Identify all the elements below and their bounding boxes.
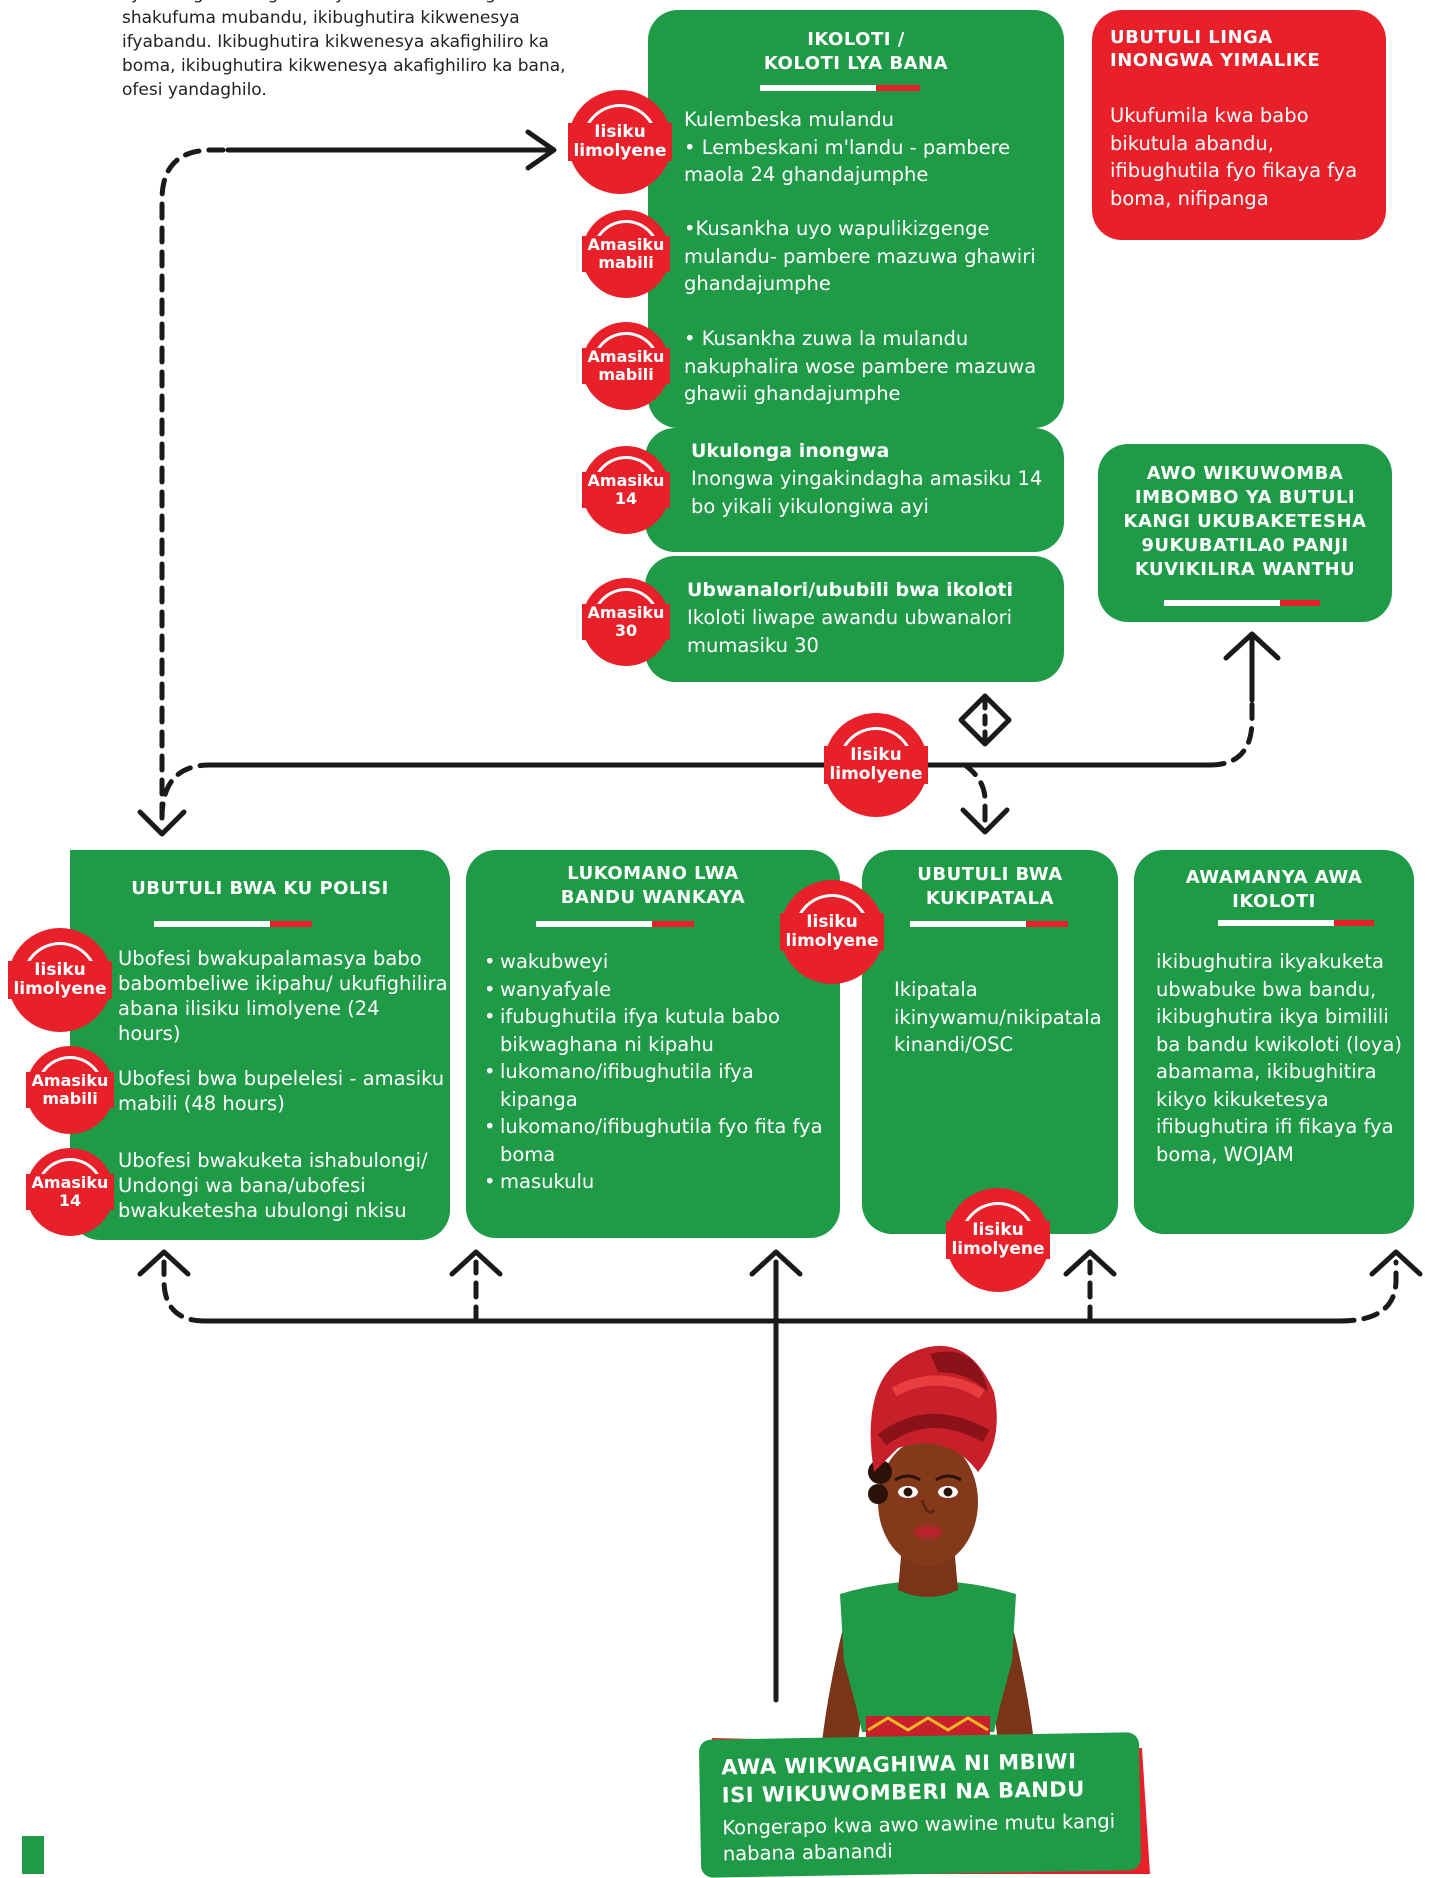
badge-same-day: Iisiku limolyene [946, 1188, 1050, 1292]
badge-fourteen-days: Amasiku 14 [26, 1148, 114, 1236]
violence-title: UBUTULI LINGA INONGWA YIMALIKE [1110, 27, 1321, 71]
police-item-1: Ubofesi bwakupalamasya babo babombeliwe … [118, 947, 448, 1045]
badge-same-day: Iisiku limolyene [824, 713, 928, 817]
title-divider [536, 921, 694, 927]
arrow-head [960, 807, 1010, 835]
arrow-head [525, 129, 557, 171]
advocates-title: AWAMANYA AWA IKOLOTI [1185, 867, 1363, 912]
survivor-text: Kongerapo kwa awo wawine mutu kangi naba… [722, 1809, 1116, 1866]
list-item: wakubweyi [484, 948, 824, 976]
support-box: AWO WIKUWOMBA IMBOMBO YA BUTULI KANGI UK… [1098, 444, 1392, 622]
badge-same-day: Iisiku limolyene [8, 928, 112, 1032]
court-step-5-text: Ikoloti liwape awandu ubwanalori mumasik… [687, 606, 1013, 657]
connector-line [1337, 1259, 1399, 1324]
violence-box: UBUTULI LINGA INONGWA YIMALIKE Ukufumila… [1092, 10, 1386, 240]
police-title: UBUTULI BWA KU POLISI [131, 878, 389, 899]
list-item: lukomano/ifibughutila fyo fita fya boma [484, 1113, 824, 1168]
court-step-3: • Kusankha zuwa la mulandu nakuphalira w… [684, 327, 1037, 405]
badge-two-days: Amasiku mabili [582, 322, 670, 410]
court-step-1: Kulembeska mulandu • Lembeskani m'landu … [684, 108, 1011, 186]
support-title: AWO WIKUWOMBA IMBOMBO YA BUTULI KANGI UK… [1123, 463, 1367, 580]
badge-two-days: Amasiku mabili [26, 1046, 114, 1134]
hospital-title: UBUTULI BWA KUKIPATALA [917, 864, 1063, 909]
shirt [840, 1581, 1016, 1732]
badge-thirty-days: Amasiku 30 [582, 578, 670, 666]
list-item: masukulu [484, 1168, 824, 1196]
court-step-4-box: Ukulonga inongwa Inongwa yingakindagha a… [645, 428, 1064, 552]
police-box: UBUTULI BWA KU POLISI Ubofesi bwakupalam… [70, 850, 450, 1240]
arrow-head [1369, 1249, 1423, 1277]
badge-same-day: Iisiku limolyene [780, 880, 884, 984]
arrow-head [749, 1249, 803, 1277]
hospital-box: UBUTULI BWA KUKIPATALA Ikipatala ikinywa… [862, 850, 1118, 1234]
court-box: IKOLOTI / KOLOTI LYA BANA Kulembeska mul… [648, 10, 1064, 428]
badge-two-days: Amasiku mabili [582, 210, 670, 298]
connector-line [159, 762, 213, 821]
court-step-5-box: Ubwanalori/ububili bwa ikoloti Ikoloti l… [645, 556, 1064, 682]
survivor-card: AWA WIKWAGHIWA NI MBIWI ISI WIKUWOMBERI … [698, 1732, 1142, 1878]
community-list: wakubweyi wanyafyale ifubughutila ifya k… [484, 948, 824, 1196]
woman-illustration [822, 1345, 1034, 1742]
list-item: ifubughutila ifya kutula babo bikwaghana… [484, 1003, 824, 1058]
page-marker [22, 1836, 44, 1874]
connector-line [962, 762, 988, 825]
title-divider [1164, 600, 1320, 606]
advocates-box: AWAMANYA AWA IKOLOTI ikibughutira ikyaku… [1134, 850, 1414, 1234]
badge-fourteen-days: Amasiku 14 [582, 446, 670, 534]
police-item-3: Ubofesi bwakuketa ishabulongi/ Undongi w… [118, 1149, 428, 1222]
title-divider [910, 921, 1068, 927]
police-item-2: Ubofesi bwa bupelelesi - amasiku mabili … [118, 1067, 445, 1115]
title-divider [1218, 920, 1374, 926]
court-step-4-text: Inongwa yingakindagha amasiku 14 bo yika… [691, 467, 1043, 518]
title-divider [154, 921, 312, 927]
title-divider [760, 85, 920, 91]
connector-line [159, 147, 228, 821]
arrow-head [1063, 1249, 1117, 1277]
face [878, 1438, 978, 1566]
court-title: IKOLOTI / KOLOTI LYA BANA [763, 29, 949, 74]
headwrap [870, 1345, 997, 1472]
list-item: lukomano/ifibughutila ifya kipanga [484, 1058, 824, 1113]
arrow-head [449, 1249, 503, 1277]
court-step-4-title: Ukulonga inongwa [691, 440, 890, 462]
hospital-text: Ikipatala ikinywamu/nikipatala kinandi/O… [894, 978, 1102, 1056]
arrow-head [1223, 631, 1281, 661]
community-title: LUKOMANO LWA BANDU WANKAYA [560, 863, 746, 908]
advocates-text: ikibughutira ikyakuketa ubwabuke bwa ban… [1156, 950, 1402, 1166]
connector-line [1207, 697, 1255, 768]
violence-text: Ukufumila kwa babo bikutula abandu, ifib… [1110, 104, 1358, 210]
survivor-title: AWA WIKWAGHIWA NI MBIWI ISI WIKUWOMBERI … [721, 1749, 1085, 1808]
connector-line [161, 1259, 208, 1324]
arrow-head [137, 809, 187, 837]
community-box: LUKOMANO LWA BANDU WANKAYA wakubweyi wan… [466, 850, 840, 1238]
arrow-head [137, 1249, 191, 1277]
list-item: wanyafyale [484, 976, 824, 1004]
intro-paragraph: sya kibughutila: ighofesi yikwambilira i… [122, 0, 566, 100]
badge-same-day: Iisiku limolyene [568, 90, 672, 194]
court-step-5-title: Ubwanalori/ububili bwa ikoloti [687, 579, 1013, 601]
lips [914, 1525, 942, 1539]
court-step-2: •Kusankha uyo wapulikizgenge mulandu- pa… [684, 217, 1036, 295]
